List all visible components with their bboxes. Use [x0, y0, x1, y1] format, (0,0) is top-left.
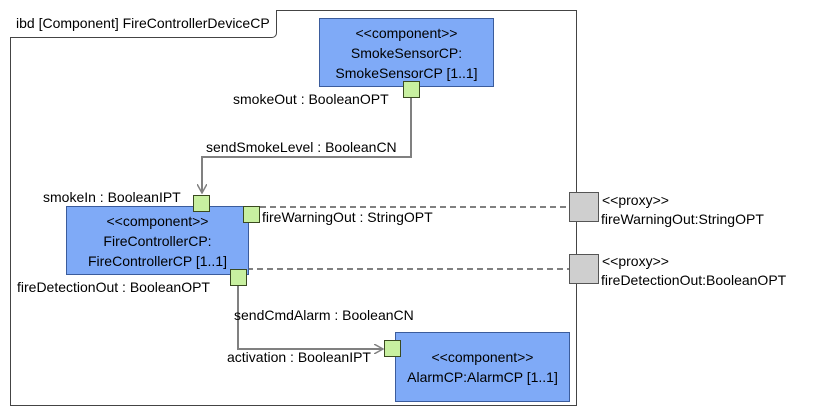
alarm-block[interactable]: <<component>> AlarmCP:AlarmCP [1..1]: [395, 332, 570, 402]
fire-warning-out-port[interactable]: [243, 206, 260, 223]
smoke-sensor-block[interactable]: <<component>> SmokeSensorCP: SmokeSensor…: [319, 18, 494, 87]
smoke-in-label: smokeIn : BooleanIPT: [43, 189, 181, 205]
smoke-out-port[interactable]: [403, 81, 420, 98]
fire-warning-out-label: fireWarningOut : StringOPT: [262, 209, 433, 225]
smoke-out-label: smokeOut : BooleanOPT: [233, 91, 389, 107]
activation-label: activation : BooleanIPT: [227, 349, 371, 365]
send-smoke-level-label: sendSmokeLevel : BooleanCN: [206, 139, 397, 155]
fire-warning-proxy-stereotype: <<proxy>>: [602, 192, 669, 208]
fire-controller-name: FireControllerCP:: [103, 232, 212, 249]
smoke-sensor-name: SmokeSensorCP:: [350, 44, 463, 61]
alarm-name: AlarmCP:AlarmCP [1..1]: [407, 369, 558, 385]
fire-detection-out-port[interactable]: [230, 269, 247, 286]
fire-warning-proxy-name: fireWarningOut:StringOPT: [601, 211, 764, 227]
smoke-in-port[interactable]: [193, 195, 210, 212]
fire-controller-block[interactable]: <<component>> FireControllerCP: FireCont…: [66, 206, 249, 275]
send-cmd-alarm-label: sendCmdAlarm : BooleanCN: [234, 307, 414, 323]
frame-title: ibd [Component] FireControllerDeviceCP: [10, 10, 277, 38]
send-cmd-alarm-connector[interactable]: [237, 286, 383, 349]
smoke-sensor-type: SmokeSensorCP [1..1]: [335, 64, 478, 81]
fire-warning-proxy-port[interactable]: [569, 192, 599, 222]
fire-controller-stereotype: <<component>>: [106, 212, 209, 229]
fire-detection-proxy-stereotype: <<proxy>>: [602, 253, 669, 269]
fire-controller-type: FireControllerCP [1..1]: [87, 252, 227, 269]
fire-detection-proxy-name: fireDetectionOut:BooleanOPT: [601, 272, 787, 288]
alarm-stereotype: <<component>>: [431, 349, 534, 365]
activation-port[interactable]: [384, 340, 401, 357]
fire-detection-out-label: fireDetectionOut : BooleanOPT: [17, 279, 210, 295]
smoke-sensor-stereotype: <<component>>: [355, 24, 458, 41]
fire-detection-proxy-port[interactable]: [569, 254, 599, 284]
send-smoke-level-connector[interactable]: [202, 98, 412, 193]
